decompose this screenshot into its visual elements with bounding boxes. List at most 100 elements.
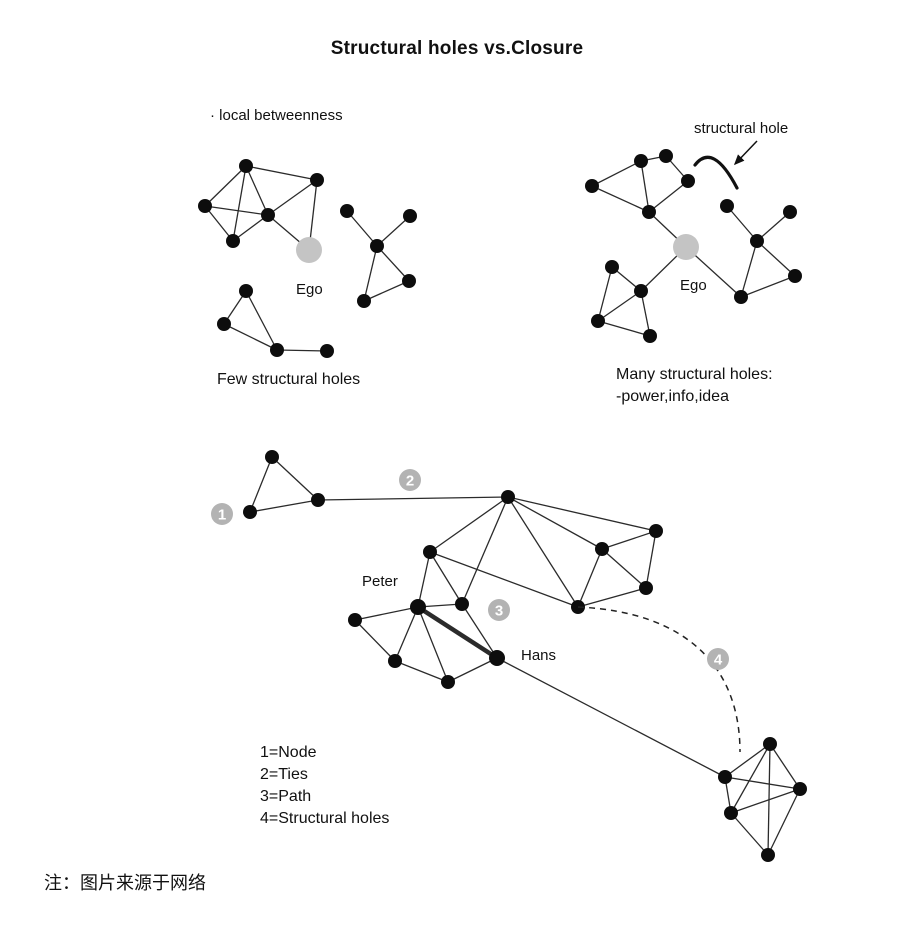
graph-node-a3	[198, 199, 212, 213]
graph-node-d3	[750, 234, 764, 248]
structural-hole-label: structural hole	[694, 120, 789, 137]
many-structural-holes-line1: Many structural holes:	[616, 366, 773, 383]
graph-edge-c4-c5	[648, 180, 689, 213]
graph-edge-peter-p3	[394, 606, 419, 662]
graph-edge-g3-g5	[363, 245, 378, 302]
graph-node-g2	[403, 209, 417, 223]
graph-node-b4	[724, 806, 738, 820]
graph-edge-h1-p1	[461, 496, 509, 605]
legend-item-structural-holes: 4=Structural holes	[260, 810, 390, 827]
many-structural-holes-caption: Many structural holes: -power,info,idea	[616, 364, 773, 408]
graph-edge-a2-a4	[267, 179, 318, 216]
graph-node-c4	[681, 174, 695, 188]
graph-edge-e2-e4	[640, 290, 651, 337]
graph-node-t3	[311, 493, 325, 507]
ego-node	[673, 234, 699, 260]
graph-edge-t2-t3	[249, 499, 319, 513]
graph-node-d4	[788, 269, 802, 283]
graph-edge-t1-t3	[271, 456, 319, 501]
graph-edge-b2-b3	[724, 776, 801, 790]
number-badge-3: 3	[488, 599, 510, 621]
graph-node-r2	[649, 524, 663, 538]
graph-node-f1	[239, 284, 253, 298]
graph-edge-p4-hans	[447, 657, 498, 683]
graph-edge-h1-r4	[507, 496, 579, 608]
graph-node-e3	[591, 314, 605, 328]
ego-label-left: Ego	[296, 281, 323, 298]
graph-node-d2	[783, 205, 797, 219]
graph-edge-b3-b4	[730, 788, 801, 814]
graph-edge-e3-e4	[597, 320, 651, 337]
graph-edge-d4-d5	[740, 275, 796, 298]
graph-edge-h1-r1	[507, 496, 603, 550]
graph-edge-f3-f4	[276, 349, 328, 352]
graph-edge-b4-b5	[730, 812, 769, 856]
graph-edge-h1-h2	[429, 496, 509, 553]
many-structural-holes-network	[585, 149, 802, 343]
graph-edge-b1-b2	[724, 743, 771, 778]
graph-node-f3	[270, 343, 284, 357]
hans-node-label: Hans	[521, 647, 557, 664]
graph-edge-a4-a5	[232, 214, 269, 242]
graph-node-g1	[340, 204, 354, 218]
graph-node-g4	[402, 274, 416, 288]
svg-text:2: 2	[406, 472, 414, 489]
graph-edge-b3-b5	[767, 788, 801, 856]
graph-edge-e1-e3	[597, 266, 613, 322]
graph-edge-d1-d3	[726, 205, 758, 242]
ego-node	[296, 237, 322, 263]
graph-node-h1	[501, 490, 515, 504]
graph-edge-peter-p2	[354, 606, 419, 621]
graph-edge-a3-a5	[204, 205, 234, 242]
graph-node-b2	[718, 770, 732, 784]
graph-edge-e2-e3	[597, 290, 642, 322]
svg-text:4: 4	[714, 651, 723, 668]
graph-node-r1	[595, 542, 609, 556]
number-badge-1: 1	[211, 503, 233, 525]
few-structural-holes-caption: Few structural holes	[217, 371, 361, 388]
legend-item-node: 1=Node	[260, 744, 317, 761]
svg-text:1: 1	[218, 506, 226, 523]
graph-node-f2	[217, 317, 231, 331]
image-source-footnote: 注：图片来源于网络	[44, 873, 206, 893]
graph-edge-d3-d4	[756, 240, 796, 277]
number-badge-2: 2	[399, 469, 421, 491]
graph-edge-c1-c3	[591, 160, 642, 187]
graph-edge-p1-hans	[461, 603, 498, 659]
svg-text:3: 3	[495, 602, 503, 619]
graph-edge-peter-p4	[417, 606, 449, 683]
ego-label-right: Ego	[680, 277, 707, 294]
graph-node-c2	[659, 149, 673, 163]
main-network	[243, 450, 807, 862]
graph-edge-r1-r3	[601, 548, 647, 589]
graph-node-hans	[489, 650, 505, 666]
local-betweenness-label: · local betweenness	[210, 107, 343, 124]
many-structural-holes-line2: -power,info,idea	[616, 388, 729, 405]
graph-node-t1	[265, 450, 279, 464]
graph-edge-a1-a4	[245, 165, 269, 216]
graph-node-p2	[348, 613, 362, 627]
graph-node-a4	[261, 208, 275, 222]
graph-node-peter	[410, 599, 426, 615]
graph-edge-f1-f3	[245, 290, 278, 351]
graph-edge-r2-r3	[645, 530, 657, 589]
graph-node-b1	[763, 737, 777, 751]
graph-node-c1	[634, 154, 648, 168]
graph-node-d5	[734, 290, 748, 304]
graph-node-r3	[639, 581, 653, 595]
graph-edge-g1-g3	[346, 210, 378, 247]
graph-edge-peter-hans	[416, 605, 499, 660]
graph-node-p4	[441, 675, 455, 689]
number-badge-4: 4	[707, 648, 729, 670]
graph-node-g5	[357, 294, 371, 308]
structural-hole-brace-icon	[693, 155, 739, 190]
graph-node-h2	[423, 545, 437, 559]
graph-edge-h2-p1	[429, 551, 463, 605]
graph-node-p1	[455, 597, 469, 611]
graph-edge-r3-r4	[577, 587, 647, 608]
graph-edge-g3-g4	[376, 245, 410, 282]
graph-edge-r1-r2	[601, 530, 657, 550]
graph-node-a2	[310, 173, 324, 187]
